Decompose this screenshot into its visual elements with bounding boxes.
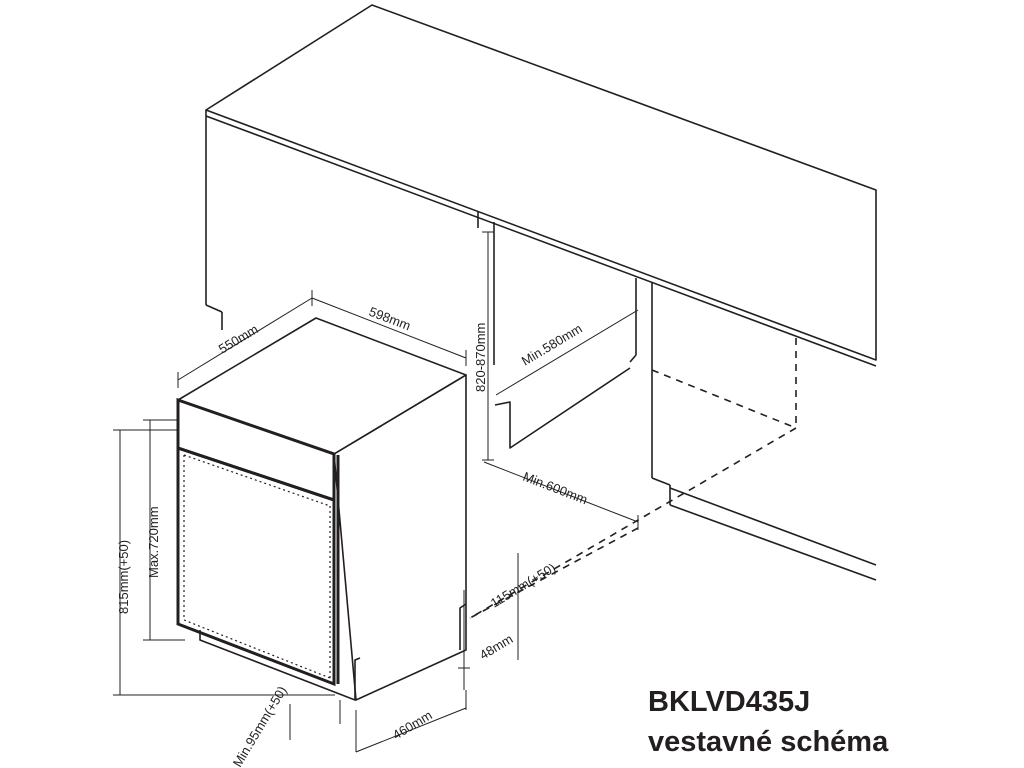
- dim-height: 815mm(+50): [116, 540, 131, 614]
- niche-floor: [469, 338, 797, 619]
- dishwasher: [176, 317, 467, 701]
- dim-cabinet-height: 820-870mm: [473, 323, 488, 392]
- diagram-subtitle: vestavné schéma: [648, 726, 889, 758]
- left-cabinet: [477, 212, 495, 365]
- dim-min-plinth: Min.95mm(+50): [230, 683, 290, 768]
- dim-min-width: Min.600mm: [521, 469, 590, 507]
- dim-plinth-recess: 48mm: [477, 631, 516, 662]
- dimension-lines: [113, 231, 639, 753]
- dim-max-door: Max.720mm: [146, 506, 161, 578]
- model-title: BKLVD435J: [648, 686, 811, 718]
- right-cabinet: [629, 278, 877, 581]
- countertop: [205, 4, 877, 367]
- dim-width: 598mm: [367, 304, 413, 334]
- dim-plinth-depth: 460mm: [390, 707, 435, 742]
- dim-plinth-height: 115mm(+50): [488, 560, 558, 611]
